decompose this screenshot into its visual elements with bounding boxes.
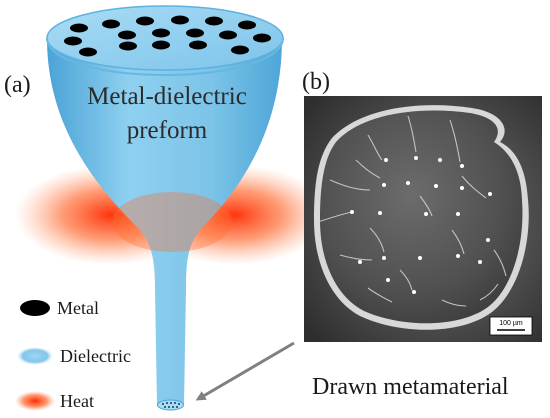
drawn-arrow bbox=[195, 341, 295, 401]
dielectric-legend-icon bbox=[17, 347, 53, 365]
preform-top-face bbox=[46, 5, 284, 71]
legend-label-metal: Metal bbox=[57, 298, 99, 318]
caption: Drawn metamaterial bbox=[312, 374, 509, 400]
legend-label-heat: Heat bbox=[60, 391, 94, 411]
panel-a-label: (a) bbox=[4, 72, 31, 98]
heat-legend-icon bbox=[15, 391, 55, 411]
legend-label-dielectric: Dielectric bbox=[60, 346, 131, 366]
heat-glow-center bbox=[112, 192, 232, 252]
sem-fiber-cross-section bbox=[320, 110, 523, 324]
fiber-tip-rods bbox=[162, 402, 180, 408]
metal-legend-icon bbox=[20, 300, 50, 316]
fiber-tip bbox=[157, 399, 184, 411]
legend: Metal Dielectric Heat bbox=[15, 298, 131, 411]
metal-rods bbox=[64, 15, 271, 57]
sem-cracks bbox=[317, 115, 507, 307]
scale-bar-label: 100 µm bbox=[499, 320, 523, 327]
preform-rim bbox=[46, 37, 284, 77]
sem-metal-wires bbox=[350, 156, 492, 294]
panel-b-label: (b) bbox=[302, 69, 330, 95]
preform-label-line1: Metal-dielectric bbox=[87, 83, 247, 110]
preform-funnel bbox=[47, 38, 282, 405]
preform-label-line2: preform bbox=[127, 117, 208, 144]
sem-image: 100 µm bbox=[304, 96, 542, 342]
